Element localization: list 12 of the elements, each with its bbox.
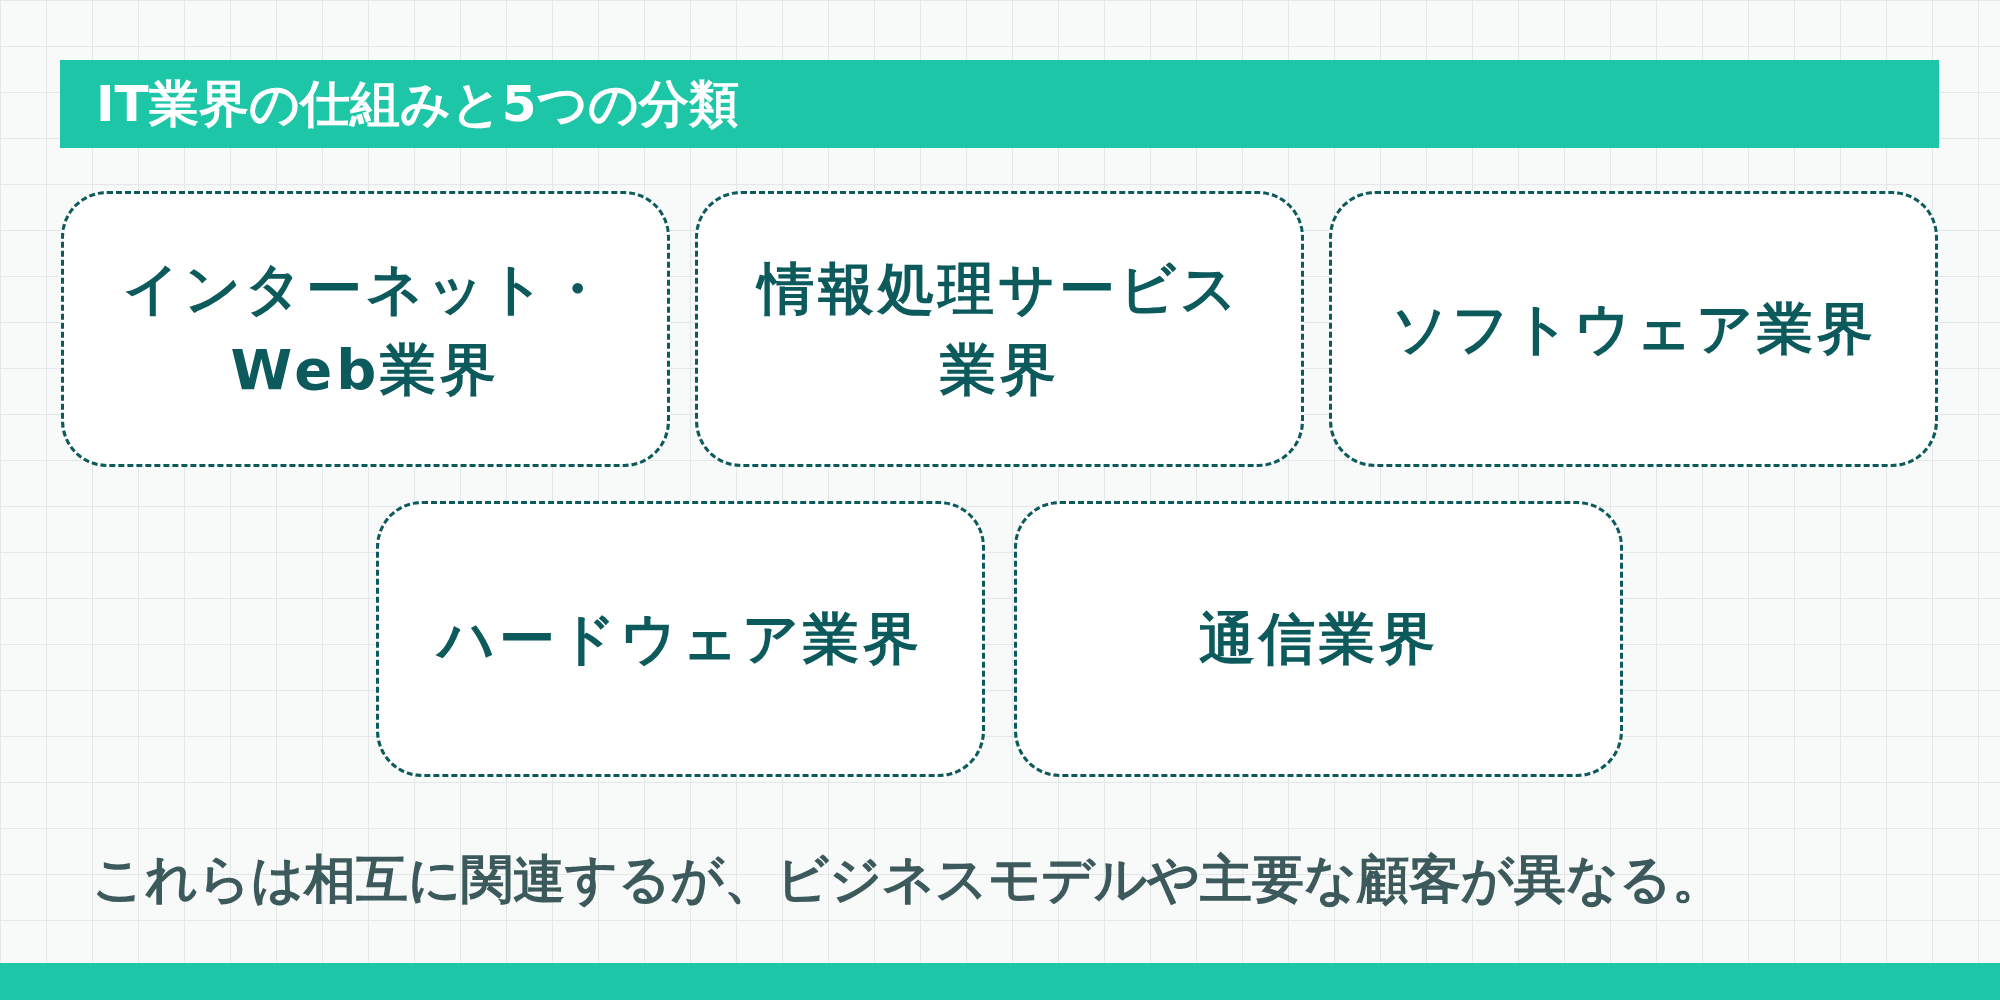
caption-text: これらは相互に関連するが、ビジネスモデルや主要な顧客が異なる。: [92, 848, 1724, 911]
category-name: 情報処理サービス業界: [749, 247, 1250, 411]
category-card: [1014, 501, 1623, 777]
category-card: [695, 191, 1304, 467]
category-card: [61, 191, 670, 467]
category-name: インターネット・Web業界: [121, 254, 610, 404]
category-card: [376, 501, 985, 777]
category-card: [1329, 191, 1938, 467]
category-name: ハードウェア業界: [438, 605, 923, 674]
category-name: 通信業界: [1198, 605, 1439, 674]
title-text: IT業界の仕組みと5つの分類: [96, 76, 739, 132]
category-name: ソフトウェア業界: [1390, 295, 1877, 364]
